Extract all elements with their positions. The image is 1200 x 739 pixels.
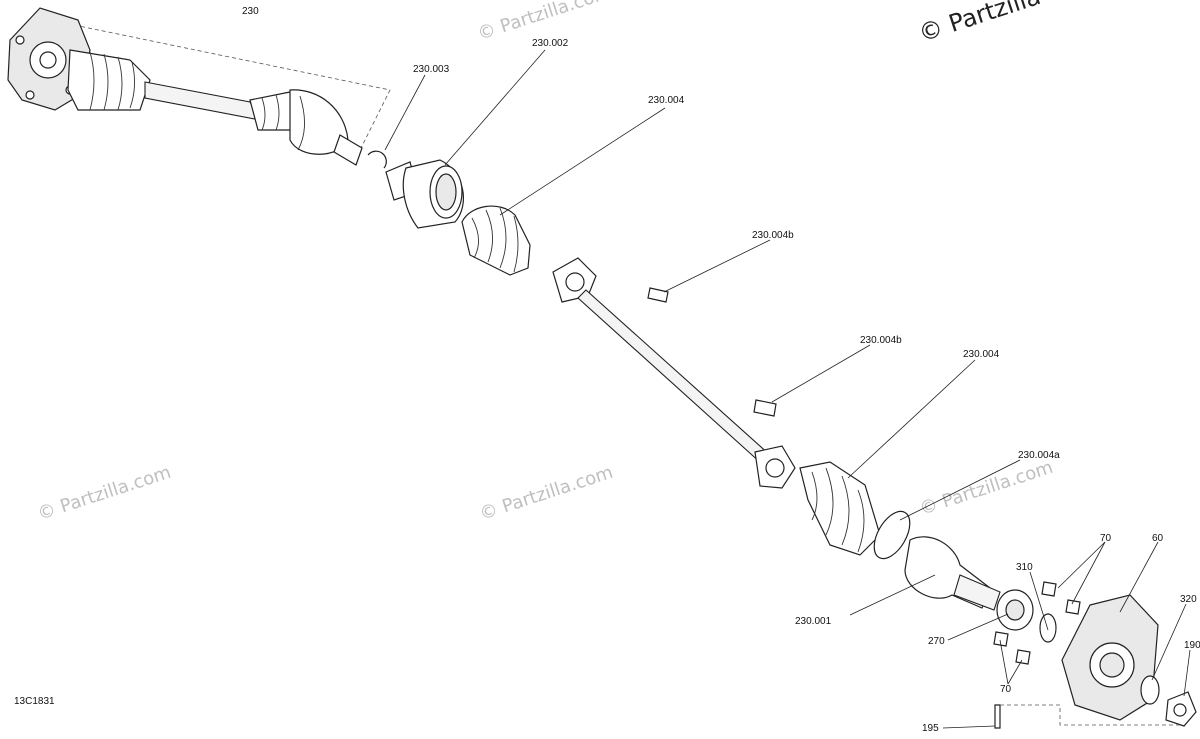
part-230-004b-clamp-mid [753,399,777,417]
part-70-bolt-4 [1015,649,1031,665]
leader-70-top-b [1071,541,1106,605]
leader-70-bottom-b [1007,659,1023,685]
part-230-004a-ring [873,510,911,560]
leader-230-004-top [499,107,666,216]
part-230-004b-clamp-top [647,287,669,303]
leader-320 [1151,603,1187,681]
part-230-004-boot-top [461,205,531,276]
part-60-wheel-hub [1061,594,1159,721]
part-230-001-outer-cv [904,536,1001,611]
cv-joint-1 [249,89,363,166]
callout-230-004b-top: 230.004b [752,230,794,241]
callout-230-003: 230.003 [413,64,450,75]
leader-70-bottom-a [999,639,1009,685]
leader-230-004b-mid [771,344,871,403]
leader-60 [1119,541,1159,613]
part-230-002-bell-housing [385,159,464,229]
callout-230-004-top: 230.004 [648,95,685,106]
leader-230-004a [899,459,1021,521]
watermark-left: © Partzilla.com [35,462,174,525]
callout-310: 310 [1016,562,1033,573]
callout-70-bottom: 70 [1000,684,1012,695]
center-shaft [552,257,796,489]
callout-230: 230 [242,6,259,17]
callout-195: 195 [922,723,939,734]
diagram-code: 13C1831 [14,696,55,707]
part-230-004-boot-mid [799,461,881,556]
part-230-003-ring [367,150,387,169]
part-190-hub-nut [1165,691,1197,727]
part-270-bearing [996,589,1034,631]
callout-270: 270 [928,636,945,647]
callout-230-004b-mid: 230.004b [860,335,902,346]
part-320-washer [1140,675,1160,705]
watermark-primary: © Partzilla [915,0,1044,48]
leader-230-004b-top [663,239,771,293]
leader-230-001 [849,574,936,616]
leader-230-004-mid [847,359,976,479]
callout-190: 190 [1184,640,1200,651]
part-70-bolt-2 [1065,599,1081,615]
callout-230-004a: 230.004a [1018,450,1060,461]
watermark-center: © Partzilla.com [477,462,616,525]
inner-boot-1 [67,49,151,111]
leader-195 [942,725,996,729]
watermark-right: © Partzilla.com [917,457,1056,520]
leader-70-top-a [1057,541,1106,589]
callout-60: 60 [1152,533,1164,544]
part-310-circlip [1039,613,1057,643]
leader-310 [1029,571,1049,631]
half-shaft-1 [144,81,262,121]
part-70-bolt-1 [1041,581,1057,597]
leader-230-002 [444,49,546,166]
leader-190 [1183,649,1191,697]
callout-230-004-mid: 230.004 [963,349,1000,360]
callout-70-top: 70 [1100,533,1112,544]
callout-230-002: 230.002 [532,38,569,49]
part-70-bolt-3 [993,631,1009,647]
callout-230-001: 230.001 [795,616,832,627]
cotter-pin-link [1000,704,1180,726]
part-195-cotter-pin [994,704,1001,729]
callout-320: 320 [1180,594,1197,605]
leader-230-003 [384,74,426,151]
leader-270 [947,613,1009,641]
assembly-bracket-230 [39,17,391,151]
